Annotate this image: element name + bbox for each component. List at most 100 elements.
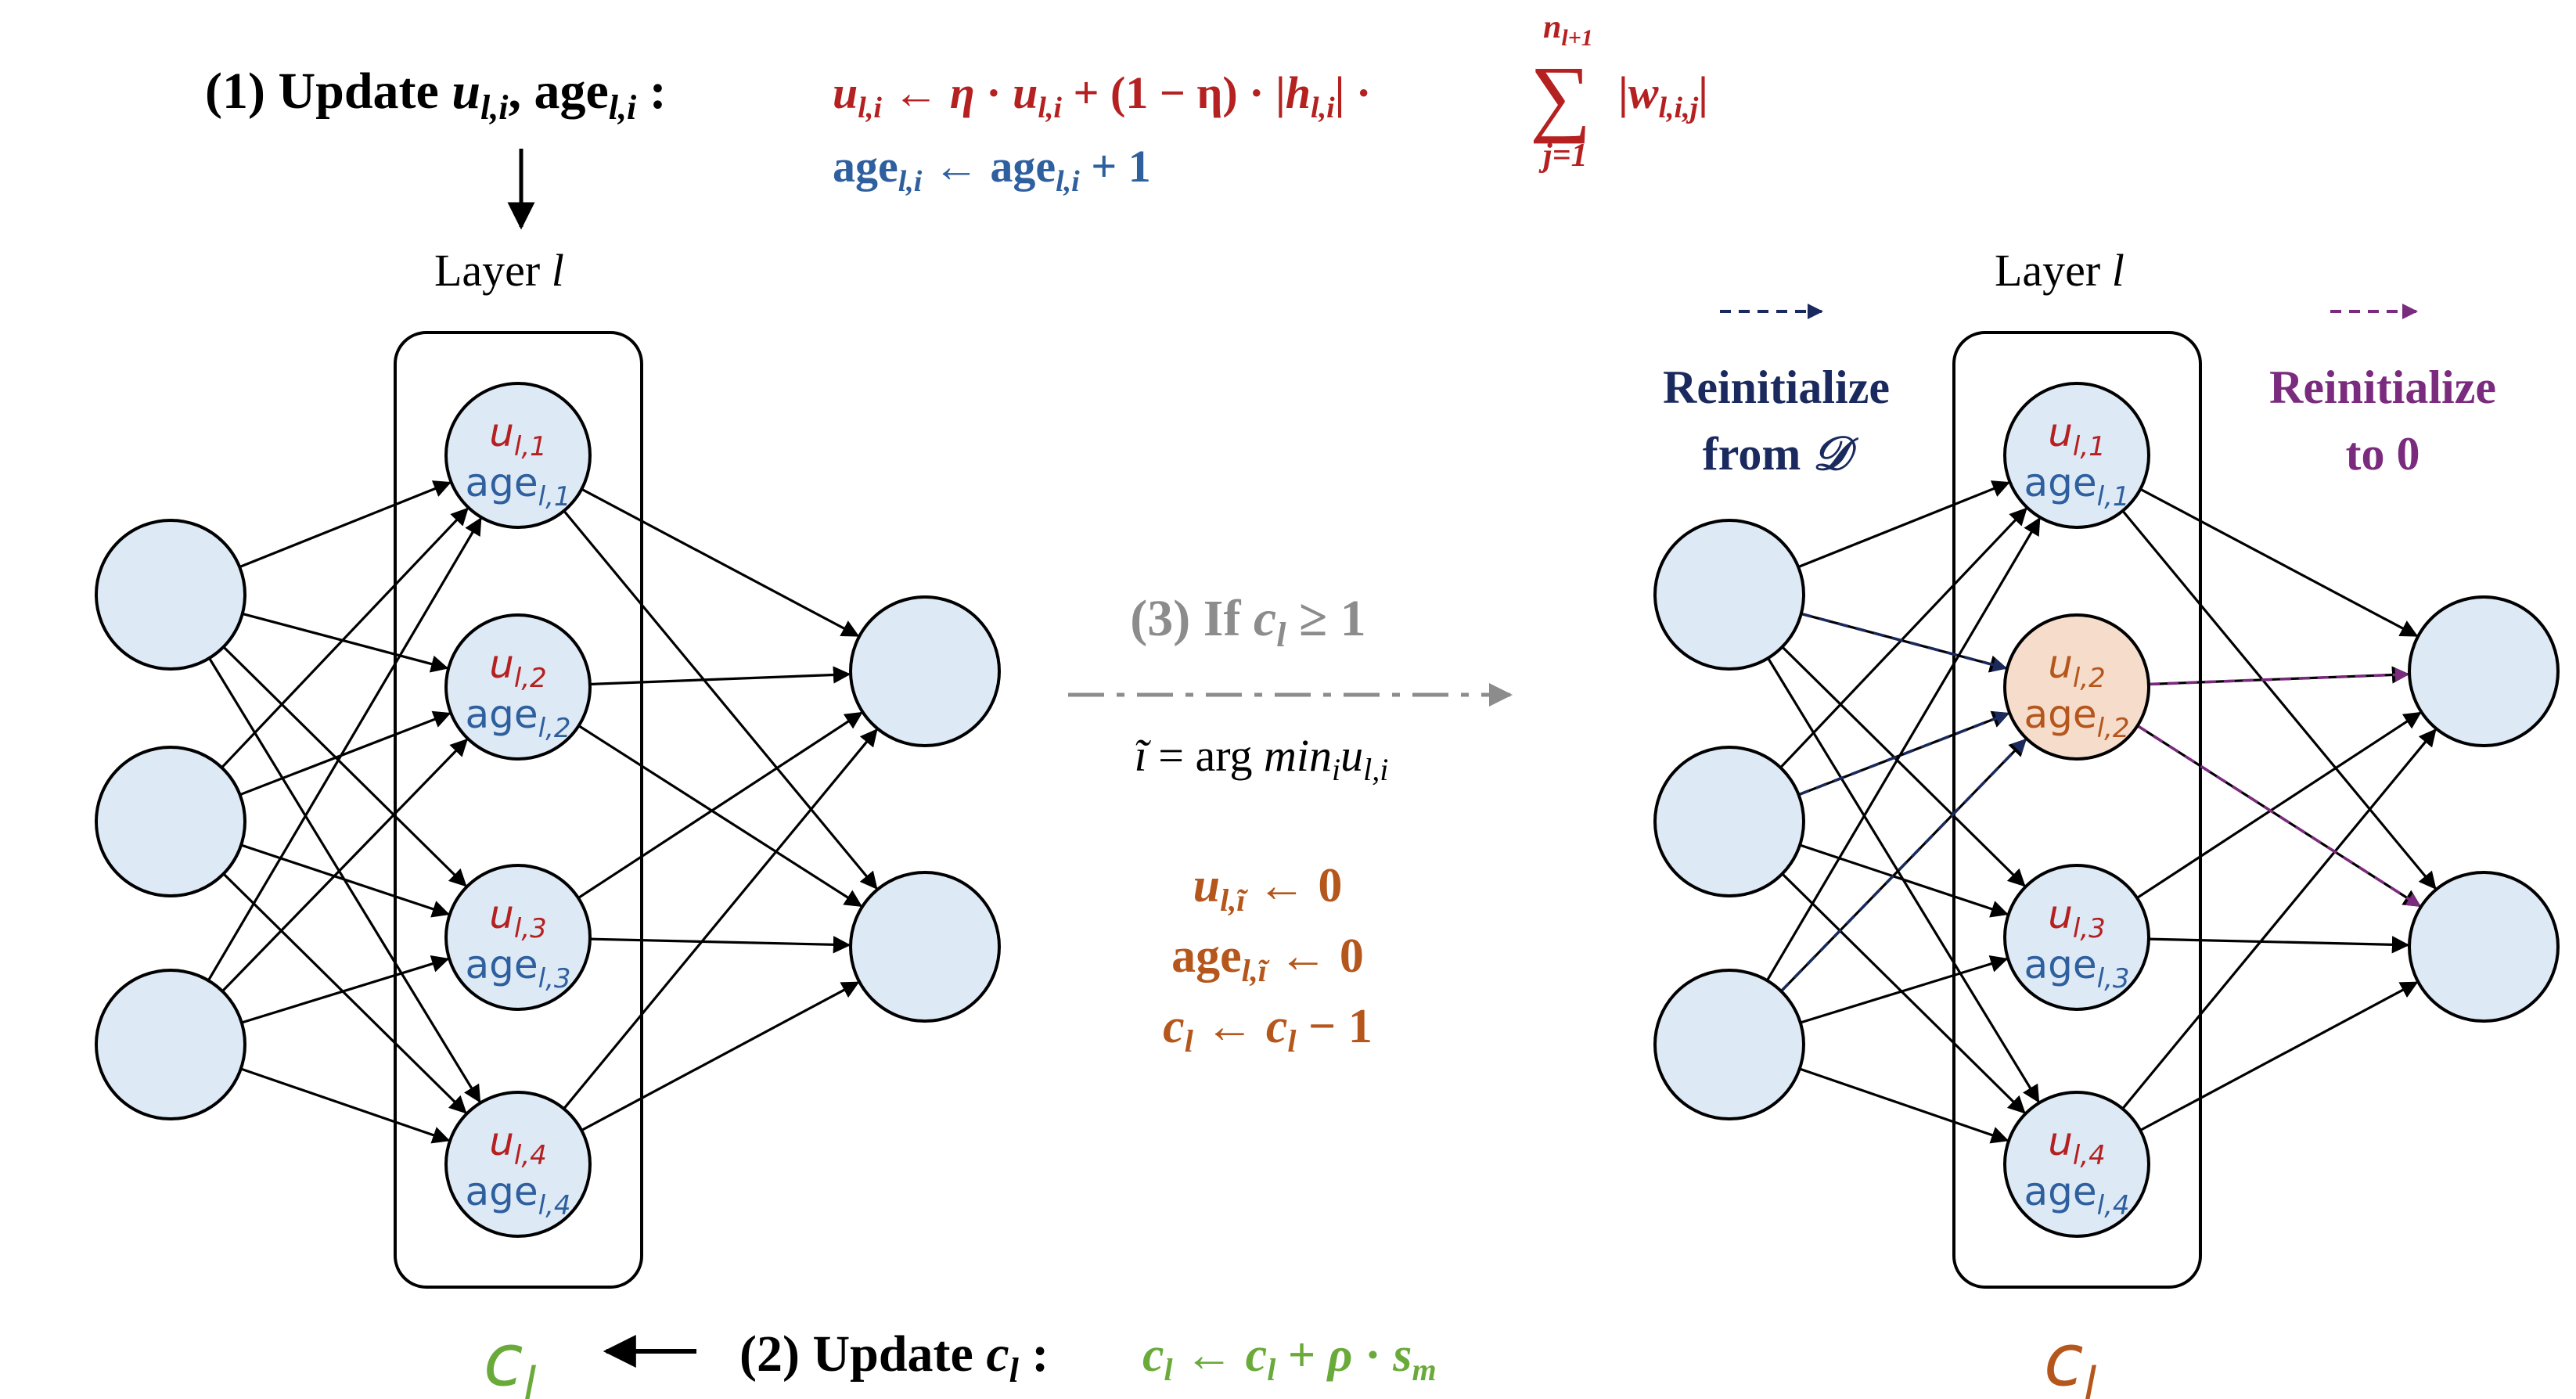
right-edge-h1-out1: [2139, 487, 2419, 637]
right-input-neuron-3: [1653, 969, 1805, 1120]
u-update-formula: ul,i ← η · ul,i + (1 − η) · |hl,i| ·: [833, 67, 1371, 124]
right-output-neuron-2: [2408, 871, 2560, 1023]
neuron-age-label: agel,3: [2024, 942, 2129, 994]
left-edge-in1-h1: [239, 480, 452, 569]
right-edge-h2-out2: [2136, 725, 2422, 908]
right-edge-h4-out1: [2121, 728, 2437, 1110]
neuron-utility-label: ul,2: [489, 642, 547, 694]
neuron-age-label: agel,1: [2024, 460, 2129, 512]
neuron-circle: [2003, 613, 2150, 761]
age-update-formula: agel,i ← agel,i + 1: [833, 141, 1151, 198]
sum-symbol: ∑: [1530, 49, 1591, 144]
w-term: |wl,i,j|: [1618, 67, 1708, 124]
sum-upper-limit: nl+1: [1543, 9, 1593, 51]
right-edge-in3-h4: [1799, 1067, 2009, 1144]
neuron-utility-label: ul,3: [2048, 892, 2106, 944]
left-edge-in2-h3: [240, 843, 450, 918]
neuron-utility-label: ul,3: [489, 892, 547, 944]
layer-box-right: [1952, 331, 2202, 1289]
left-edge-in3-h4: [240, 1067, 451, 1144]
neuron-circle: [444, 613, 592, 761]
left-input-neuron-2: [95, 746, 246, 897]
right-edge-h4-out2: [2139, 981, 2419, 1132]
reset-age-formula: agel,ĩ ← 0: [1171, 930, 1364, 988]
neuron-age-label: agel,4: [465, 1169, 570, 1221]
right-edge-in2-h1: [1779, 507, 2027, 769]
left-input-neuron-1: [95, 519, 246, 671]
legend-to-zero-line2: to 0: [2346, 428, 2420, 480]
neuron-circle: [2003, 382, 2150, 529]
reset-c-formula: cl ← cl − 1: [1163, 1000, 1373, 1059]
right-edge-in1-h1: [1797, 480, 2010, 569]
neuron-utility-label: ul,4: [489, 1119, 547, 1171]
left-edge-h4-out1: [563, 728, 878, 1110]
right-edge-in2-h2: [1798, 710, 2010, 797]
left-edge-h3-out2: [589, 936, 851, 954]
right-edge-in3-h1: [1765, 517, 2041, 981]
left-edge-in2-h2: [239, 710, 452, 797]
right-edge-h1-out2: [2121, 509, 2437, 890]
right-output-neuron-1: [2408, 595, 2560, 747]
layer-title-left: Layer l: [434, 245, 564, 296]
counter-left: cl: [484, 1318, 537, 1399]
neuron-circle: [444, 382, 592, 529]
left-edge-in1-h3: [222, 646, 467, 887]
reinit-from-d-edge-3: [1779, 739, 2027, 993]
layer-box-left: [394, 331, 643, 1289]
reset-u-formula: ul,ĩ ← 0: [1193, 859, 1343, 918]
left-edge-in2-h4: [222, 872, 467, 1114]
left-edge-h2-out1: [589, 666, 851, 686]
right-edge-in3-h3: [1800, 955, 2009, 1024]
left-edge-in1-h2: [242, 612, 449, 673]
neuron-utility-label: ul,1: [489, 410, 547, 462]
neuron-utility-label: ul,1: [2048, 410, 2106, 462]
legend-from-d-line1: Reinitialize: [1663, 361, 1890, 413]
right-edge-in1-h3: [1781, 646, 2026, 887]
left-edge-h1-out2: [563, 509, 878, 890]
sum-lower-limit: j=1: [1538, 138, 1588, 174]
neuron-age-label: agel,4: [2024, 1169, 2129, 1221]
step1-heading: (1) Update ul,i, agel,i :: [205, 63, 667, 127]
neuron-age-label: agel,2: [2024, 692, 2129, 744]
left-edge-in2-h1: [221, 507, 469, 769]
neuron-age-label: agel,2: [465, 692, 570, 744]
left-edge-h4-out2: [581, 981, 860, 1132]
left-network-connections: [207, 480, 878, 1144]
right-input-neuron-2: [1653, 746, 1805, 897]
neuron-age-label: agel,3: [465, 942, 570, 994]
argmin-formula: ĩ = arg miniul,i: [1135, 730, 1389, 787]
step2-formula: cl ← cl + ρ · sm: [1142, 1329, 1437, 1387]
left-input-neuron-3: [95, 969, 246, 1120]
left-edge-in3-h1: [207, 517, 482, 981]
neuron-circle: [2003, 864, 2150, 1011]
neuron-utility-label: ul,4: [2048, 1119, 2106, 1171]
right-input-neuron-1: [1653, 519, 1805, 671]
counter-right: cl: [2044, 1318, 2097, 1399]
left-edge-h1-out1: [581, 487, 860, 637]
legend-from-d-line2: from 𝒟: [1703, 428, 1859, 480]
neuron-age-label: agel,1: [465, 460, 570, 512]
left-edge-h3-out1: [577, 711, 863, 899]
left-edge-in3-h3: [241, 955, 450, 1024]
layer-title-right: Layer l: [1995, 245, 2124, 296]
reinit-to-zero-edge-1: [2148, 667, 2409, 686]
left-edge-h2-out2: [577, 725, 863, 908]
left-edge-in3-h2: [221, 738, 469, 992]
right-edge-h3-out1: [2136, 711, 2422, 899]
right-edge-in2-h3: [1799, 843, 2009, 918]
neuron-circle: [444, 1091, 592, 1238]
reinit-dashed-connections: [1779, 612, 2421, 993]
right-edge-h3-out2: [2148, 936, 2410, 954]
step2-heading: (2) Update cl :: [739, 1325, 1049, 1390]
